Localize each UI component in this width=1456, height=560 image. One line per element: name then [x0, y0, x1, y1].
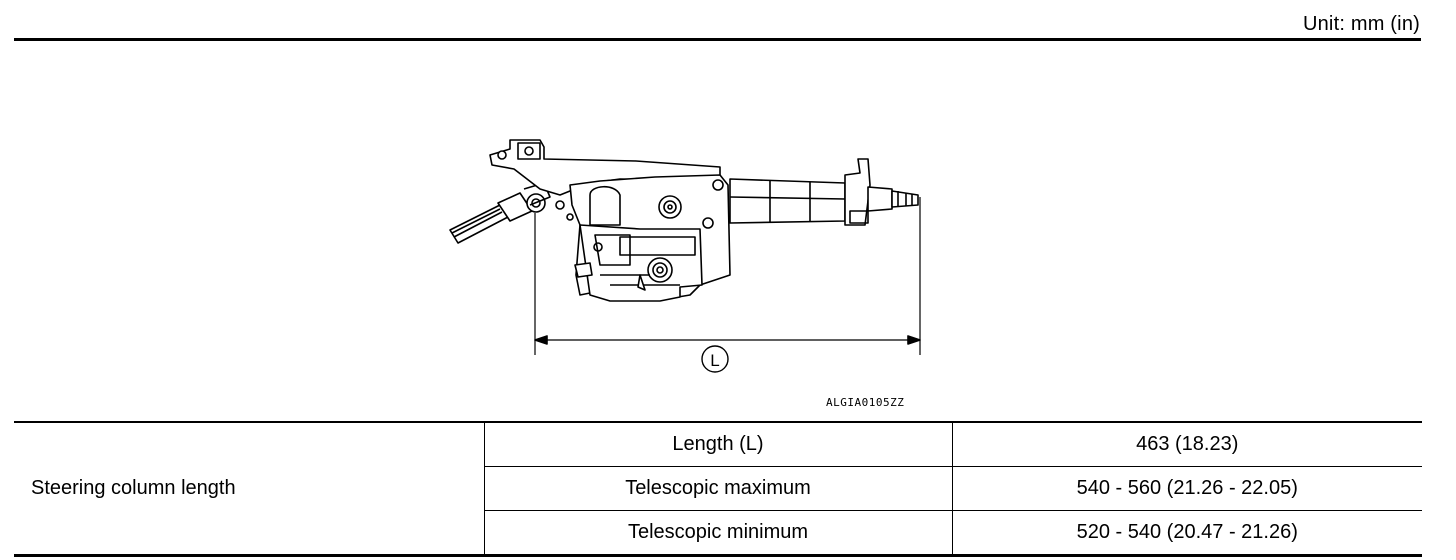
figure-code: ALGIA0105ZZ: [826, 396, 905, 409]
row-label: Steering column length: [14, 421, 485, 557]
value-cell: 540 - 560 (21.26 - 22.05): [951, 466, 1422, 511]
table-row: Telescopic minimum 520 - 540 (20.47 - 21…: [14, 510, 1422, 557]
item-cell: Length (L): [483, 421, 953, 467]
item-cell: Telescopic minimum: [483, 510, 953, 557]
dimension-label-l: L: [710, 351, 719, 370]
table-row: Steering column length Length (L) 463 (1…: [14, 421, 1422, 557]
value-cell: 520 - 540 (20.47 - 21.26): [951, 510, 1422, 557]
unit-label: Unit: mm (in): [1302, 13, 1420, 35]
item-cell: Telescopic maximum: [483, 466, 953, 511]
steering-column-figure: L: [440, 125, 940, 385]
value-cell: 463 (18.23): [951, 421, 1422, 467]
header-divider: [14, 38, 1421, 41]
spec-table: Steering column length Length (L) 463 (1…: [14, 421, 1422, 557]
table-row: Telescopic maximum 540 - 560 (21.26 - 22…: [14, 466, 1422, 511]
steering-column-illustration: L: [449, 139, 921, 373]
